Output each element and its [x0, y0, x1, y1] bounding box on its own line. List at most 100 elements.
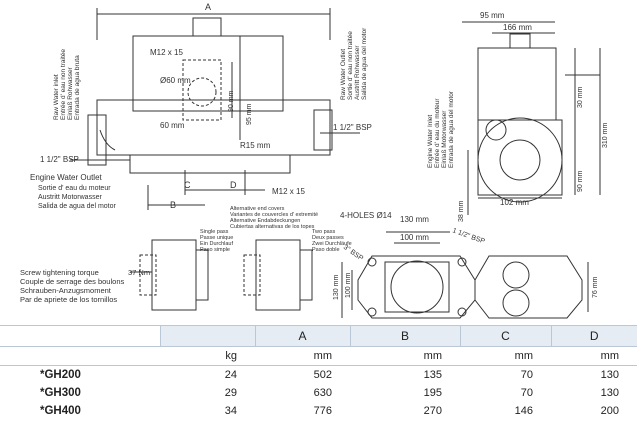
table-row: *GH300 29 630 195 70 130: [0, 384, 637, 402]
row-kg: 24: [224, 369, 237, 381]
row-kg: 34: [224, 405, 237, 417]
single-pass-en: Single pass: [200, 229, 229, 235]
row-c: 146: [514, 405, 533, 417]
dim-c-label: C: [184, 180, 191, 190]
row-a: 776: [313, 405, 332, 417]
flange-dim-100-top: 100 mm: [400, 233, 429, 242]
right-outlet: [313, 109, 333, 151]
unit-d: mm: [551, 346, 637, 366]
flanges: [341, 231, 589, 319]
bsp3-label: 3" BSP: [342, 244, 365, 263]
bsp-right-label: 1 1/2" BSP: [333, 123, 372, 132]
raw-outlet-block: Raw Water Outlet Sortie d' eau non trait…: [340, 27, 368, 100]
torque-block: Screw tightening torque Couple de serrag…: [20, 268, 150, 304]
dim-95-label: 95 mm: [246, 103, 253, 125]
raw-inlet-en: Raw Water inlet: [53, 74, 60, 120]
single-pass-es: Paso simple: [200, 247, 230, 253]
side-tank: [477, 47, 557, 121]
two-pass-de: Zwei Durchläufe: [312, 241, 352, 247]
dim-d-label: D: [230, 180, 237, 190]
engine-inlet-de: Einlaß Motorwasser: [441, 110, 448, 168]
torque-es: Par de apriete de los tornillos: [20, 295, 117, 304]
raw-outlet-de: Austritt Rohwasser: [354, 45, 361, 100]
bsp112-label: 1 1/2" BSP: [451, 227, 486, 245]
side-dim-30: 30 mm: [577, 86, 584, 108]
side-dim-90: 90 mm: [577, 170, 584, 192]
alt-title-fr: Variantes de couvercles d' extremité: [230, 212, 318, 218]
side-body-circle: [477, 117, 563, 203]
raw-outlet-fr: Sortie d' eau non traitée: [347, 31, 354, 100]
header-tank: [132, 35, 284, 112]
single-pass-cover: [151, 239, 197, 311]
two-pass-fr: Deux passes: [312, 235, 344, 241]
dim-a-label: A: [205, 2, 211, 12]
row-d: 200: [600, 405, 619, 417]
unit-kg: kg: [160, 346, 255, 366]
table-header-d: D: [550, 326, 637, 347]
engine-inlet-fr: Entrée d' eau du moteur: [434, 98, 441, 168]
body: [96, 99, 331, 156]
row-model: *GH200: [40, 369, 81, 381]
alt-title-es: Cubiertas alternativas de los topes: [230, 224, 315, 230]
bore-circle: [187, 77, 217, 107]
flange-square: [357, 255, 476, 319]
side-dim-95: 95 mm: [480, 11, 505, 20]
table-units-row: kg mm mm mm mm: [0, 346, 637, 366]
side-dim-38: 38 mm: [458, 200, 465, 222]
side-view: [462, 21, 601, 215]
engine-inlet-en: Engine Water Inlet: [427, 115, 434, 168]
engine-inlet-es: Entrada de agua del motor: [448, 90, 455, 168]
torque-de: Schrauben-Anzugsmoment: [20, 286, 112, 295]
row-model: *GH300: [40, 387, 81, 399]
single-pass-fr: Passe unique: [200, 235, 233, 241]
engine-outlet-es: Salida de agua del motor: [38, 203, 116, 210]
inner-tube: [182, 59, 222, 121]
flange-dim-130-top: 130 mm: [400, 215, 429, 224]
unit-model: [0, 346, 160, 366]
front-view: [70, 8, 360, 210]
alt-covers: [130, 239, 313, 311]
two-pass-cover: [255, 239, 301, 311]
flange-twin: [474, 255, 583, 319]
thread-bottom-label: M12 x 15: [272, 187, 305, 196]
technical-drawing: A M12 x 15 Ø60 mm 60 mm R15 mm M12 x 15 …: [20, 2, 609, 319]
side-dim-102: 102 mm: [500, 198, 529, 207]
drawing-svg: A M12 x 15 Ø60 mm 60 mm R15 mm M12 x 15 …: [20, 2, 609, 319]
alt-title-de: Alternative Endabdeckungen: [230, 218, 300, 224]
row-d: 130: [600, 369, 619, 381]
torque-value: 37 Nm: [128, 268, 150, 277]
alt-covers-title: Alternative end covers Variantes de couv…: [230, 206, 318, 230]
unit-c: mm: [460, 346, 551, 366]
raw-inlet-block: Raw Water inlet Entrée d' eau non traité…: [53, 49, 81, 120]
flange-dim-130-side: 130 mm: [333, 275, 340, 300]
row-b: 195: [423, 387, 442, 399]
alt-title-en: Alternative end covers: [230, 206, 285, 212]
table-header-b: B: [349, 326, 460, 347]
table-header-row: A B C D: [0, 326, 637, 347]
filler-cap: [192, 17, 222, 37]
flange-dim-100-side: 100 mm: [345, 273, 352, 298]
row-c: 70: [520, 369, 533, 381]
engine-outlet-fr: Sortie d' eau du moteur: [38, 185, 111, 192]
raw-inlet-de: Einlaß Rohwasser: [67, 66, 74, 120]
bsp-left-label: 1 1/2" BSP: [40, 155, 79, 164]
row-a: 502: [313, 369, 332, 381]
raw-inlet-es: Entrada de agua bruta: [74, 55, 81, 120]
torque-en: Screw tightening torque: [20, 268, 99, 277]
dimensions-table: A B C D kg mm mm mm mm *GH200 24 502 135…: [0, 325, 637, 438]
left-inlet: [87, 114, 107, 166]
two-pass-label: Two pass Deux passes Zwei Durchläufe Pas…: [312, 229, 352, 253]
two-pass-en: Two pass: [312, 229, 335, 235]
row-model: *GH400: [40, 405, 81, 417]
side-dim-166: 166 mm: [503, 23, 532, 32]
dia-60-label: Ø60 mm: [160, 76, 191, 85]
inlet-circle: [485, 119, 507, 141]
engine-inlet-block: Engine Water Inlet Entrée d' eau du mote…: [427, 90, 455, 168]
front-curve: [99, 129, 116, 151]
row-b: 135: [423, 369, 442, 381]
unit-a: mm: [255, 346, 350, 366]
unit-b: mm: [350, 346, 460, 366]
row-d: 130: [600, 387, 619, 399]
raw-outlet-en: Raw Water Outlet: [340, 49, 347, 100]
raw-inlet-fr: Entrée d' eau non traitée: [60, 49, 67, 120]
